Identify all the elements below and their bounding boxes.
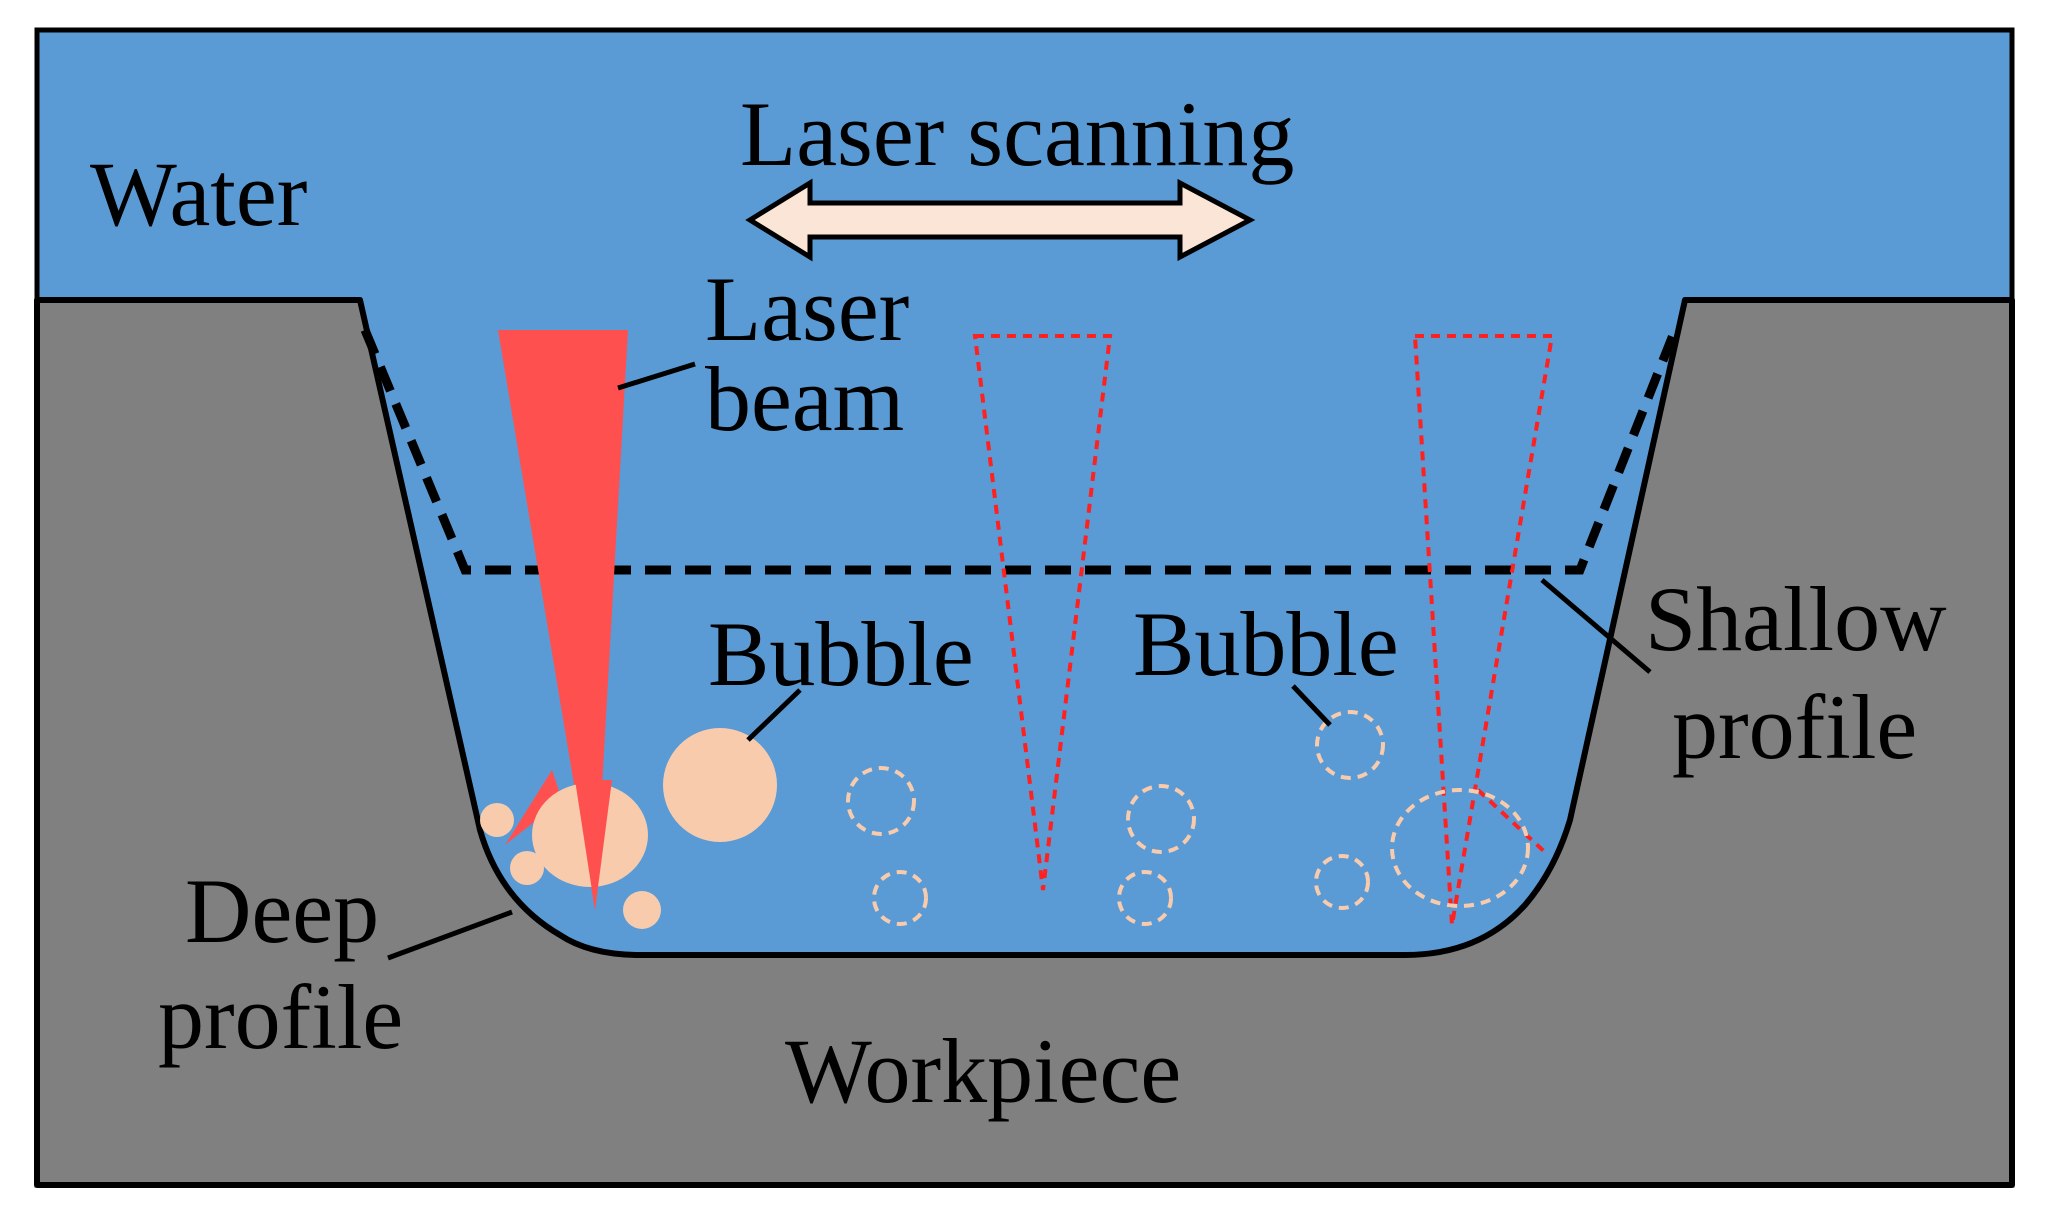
laser-beam-leader [617, 361, 696, 391]
bubble [510, 851, 544, 885]
bubble-right-label: Bubble [1133, 593, 1399, 695]
laser-scanning-label: Laser scanning [740, 83, 1294, 185]
shallow-profile-leader [1540, 578, 1652, 674]
bubble-left-label: Bubble [708, 603, 974, 705]
laser-beam-split-left [505, 770, 562, 845]
diagram-frame [34, 27, 2015, 1188]
shallow-profile-line [360, 328, 1680, 575]
deep-profile-label-line1: Deep [185, 860, 379, 962]
bubble-right-leader [1291, 684, 1332, 727]
bubble-dashed [1314, 854, 1370, 910]
water-label: Water [90, 143, 307, 245]
bubble [663, 728, 777, 842]
bubble-left-leader [746, 688, 802, 742]
laser-scanning-arrow [745, 178, 1256, 262]
laser-beam-dashed-middle [972, 334, 1113, 891]
deep-profile-leader [387, 909, 513, 961]
laser-beam-dashed-right [1412, 334, 1555, 926]
workpiece-label: Workpiece [785, 1020, 1181, 1122]
bubble [623, 891, 661, 929]
bubble-dashed [1315, 710, 1385, 780]
workpiece-region [34, 297, 2015, 1188]
laser-beam-label-line1: Laser [705, 258, 909, 360]
bubble-dashed [872, 870, 928, 926]
laser-beam [498, 330, 628, 910]
bubble-dashed [846, 766, 916, 836]
bubble-dashed [1126, 784, 1196, 854]
bubble-dashed [1390, 788, 1530, 908]
deep-profile-label-line2: profile [158, 966, 403, 1068]
shallow-profile-label-line1: Shallow [1645, 568, 1947, 670]
bubble-dashed [1117, 870, 1173, 926]
laser-beam-tip [575, 780, 612, 910]
laser-beam-label-line2: beam [705, 348, 904, 450]
shallow-profile-label-line2: profile [1672, 676, 1917, 778]
bubble [480, 803, 514, 837]
